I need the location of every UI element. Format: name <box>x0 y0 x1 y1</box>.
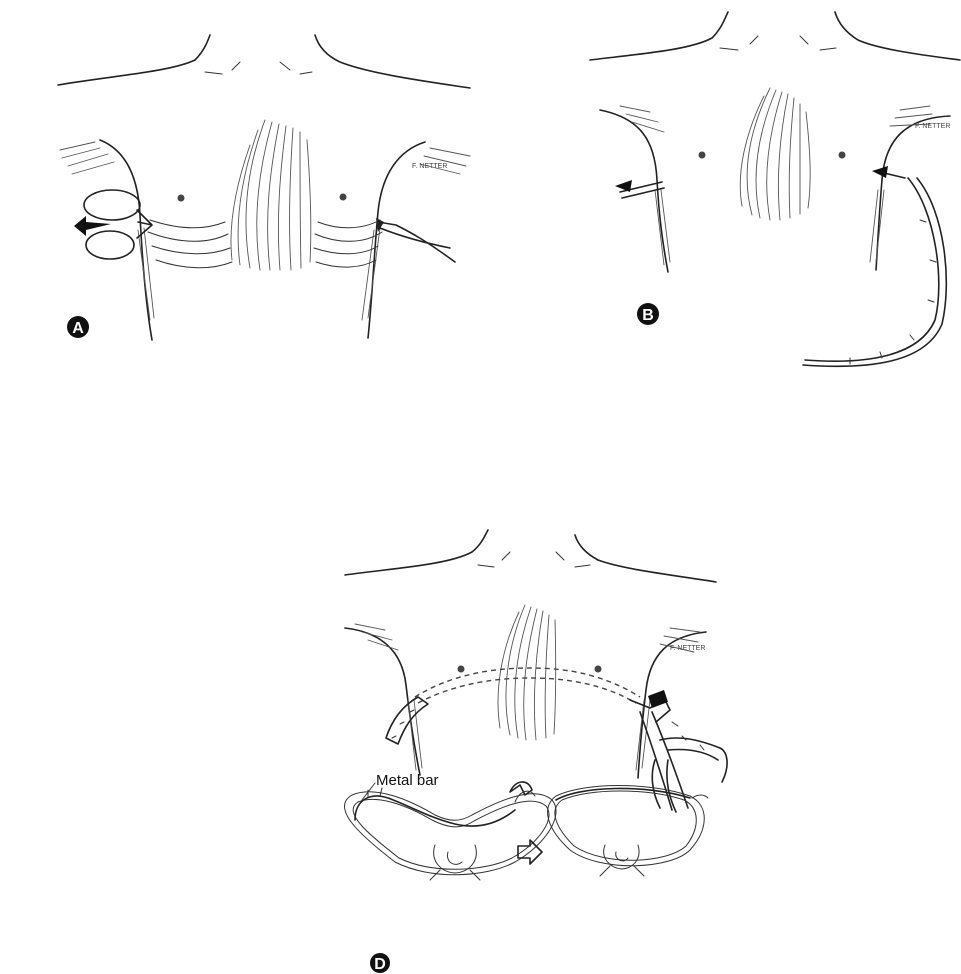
panel-d-bar-path <box>415 668 640 697</box>
panel-d-sternum-depression <box>498 605 556 740</box>
panel-d-nipple-left <box>458 666 465 673</box>
panel-b-label: B <box>642 307 654 324</box>
panel-a-sternum-depression <box>231 120 311 270</box>
panel-a: F. NETTER A <box>58 35 470 340</box>
panel-d-torso-right <box>638 632 706 778</box>
panel-a-tube <box>376 218 455 262</box>
panel-d-cross-section-before <box>344 782 556 880</box>
panel-a-shoulders <box>58 35 470 88</box>
panel-d-signature: F. NETTER <box>670 645 705 652</box>
panel-a-torso-left <box>100 140 152 340</box>
panel-b-torso-right <box>876 116 950 270</box>
panel-b-shoulders <box>590 12 960 60</box>
panel-b-right-arrow-icon <box>872 166 905 178</box>
panel-a-signature: F. NETTER <box>412 163 447 170</box>
panel-d-bar-left-end <box>386 697 428 744</box>
panel-b-introducer <box>803 178 946 366</box>
panel-b-nipple-right <box>839 152 846 159</box>
panel-b-left-arrow-icon <box>615 180 664 198</box>
panel-a-label: A <box>72 320 84 337</box>
panel-b-signature: F. NETTER <box>915 123 950 130</box>
panel-d-nipple-right <box>595 666 602 673</box>
panel-d: F. NETTER Metal bar D <box>344 530 727 973</box>
panel-a-nipple-left <box>178 195 185 202</box>
panel-d-torso-left <box>345 628 420 775</box>
panel-b-sternum-depression <box>740 88 810 220</box>
panel-d-label: D <box>374 956 386 973</box>
panel-b: F. NETTER B <box>590 12 960 366</box>
panel-d-shoulders <box>345 530 716 582</box>
panel-d-cross-section-after <box>548 786 708 877</box>
panel-b-nipple-left <box>699 152 706 159</box>
panel-a-nipple-right <box>340 194 347 201</box>
panel-d-callout-metal-bar: Metal bar <box>376 772 439 789</box>
panel-b-torso-left <box>600 110 668 272</box>
